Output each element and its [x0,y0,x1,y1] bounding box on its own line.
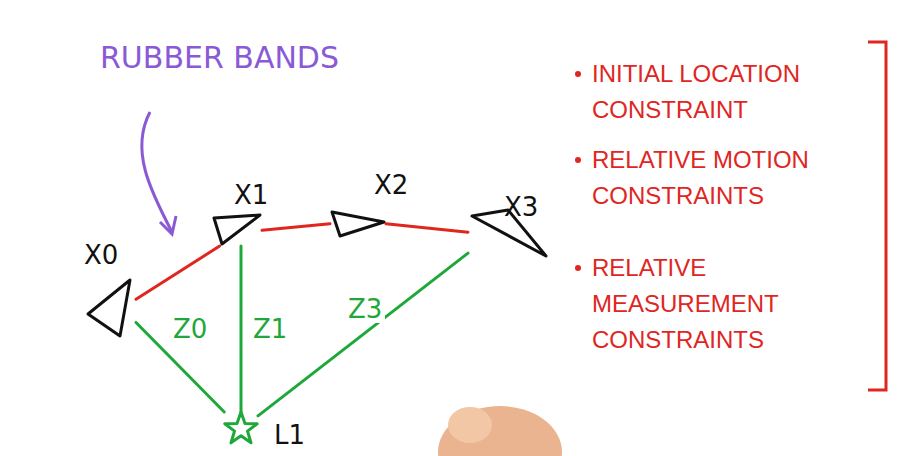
bullet [575,71,581,77]
measurement-label: Z0 [170,316,210,343]
star-shape [224,412,258,446]
constraint-item: RELATIVE MEASUREMENT CONSTRAINTS [592,250,864,358]
triangle-shape [330,200,386,238]
pose-label: X1 [234,182,268,208]
robot-pose: X2 [330,200,386,238]
constraint-item: INITIAL LOCATION CONSTRAINT [592,56,864,128]
bullet [575,265,581,271]
rubber-band [262,224,330,231]
pose-label: X2 [374,172,408,198]
landmark-label: L1 [274,422,305,448]
pose-label: X3 [504,194,538,220]
triangle-shape [212,212,262,246]
constraint-item: RELATIVE MOTION CONSTRAINTS [592,142,864,214]
robot-pose: X0 [86,276,136,338]
pose-label: X0 [84,242,118,268]
triangle-shape [86,276,136,338]
callout-arrowhead [160,216,176,234]
bullet [575,157,581,163]
rubber-band [136,246,220,299]
callout-arrow [142,112,172,232]
bracket [868,42,886,390]
measurement-label: Z3 [345,296,385,323]
robot-pose: X1 [212,212,262,246]
fingertip [448,407,492,443]
callout-label: RUBBER BANDS [100,40,339,75]
rubber-band [386,224,468,232]
measurement-line [240,246,243,412]
measurement-label: Z1 [250,316,290,343]
robot-pose: X3 [468,206,548,258]
hand [438,406,562,456]
landmark-star: L1 [224,412,258,446]
